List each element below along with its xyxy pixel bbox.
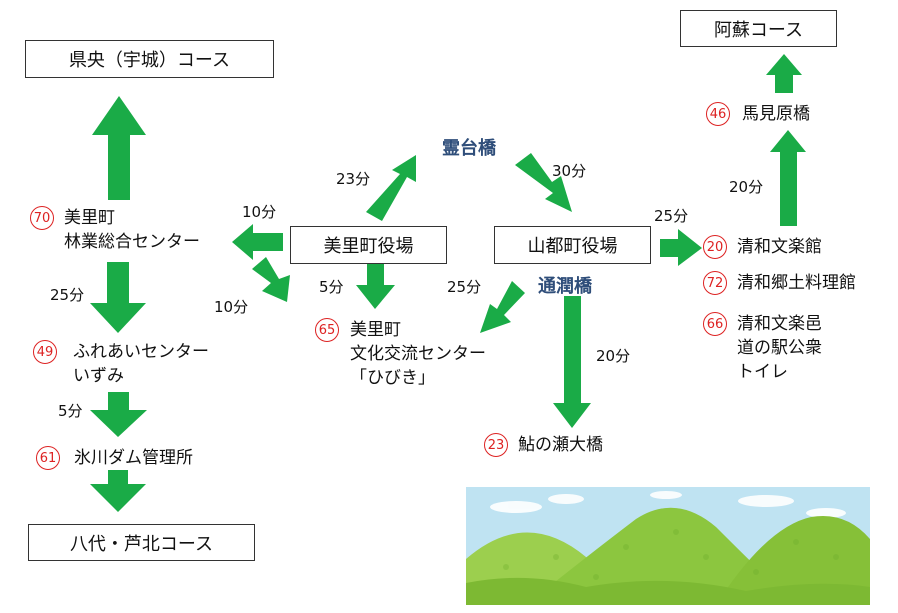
stop-61-line-1: 氷川ダム管理所 [74, 448, 193, 468]
time-misato-from-70: 10分 [214, 298, 249, 316]
stop-70-line-1: 美里町 [64, 208, 115, 228]
stop-badge-70: 70 [30, 206, 54, 230]
stop-badge-61: 61 [36, 446, 60, 470]
arrow-yamato-to-20 [660, 229, 702, 266]
stop-badge-66: 66 [703, 312, 727, 336]
stop-badge-49: 49 [33, 340, 57, 364]
stop-49-line-2: いずみ [73, 366, 124, 386]
time-20-to-46: 20分 [729, 178, 764, 196]
stop-66-name: 清和文楽邑 道の駅公衆 トイレ [737, 312, 822, 384]
bridge-reidai: 霊台橋 [442, 138, 496, 159]
bridge-tsujun: 通潤橋 [538, 276, 592, 297]
stop-badge-65: 65 [315, 318, 339, 342]
time-misato-to-70: 10分 [242, 203, 277, 221]
time-reidai-to-yamato: 30分 [552, 162, 587, 180]
time-misato-to-65: 5分 [319, 278, 344, 296]
arrow-tsujun-to-23 [553, 296, 591, 428]
stop-65-name: 美里町 文化交流センター 「ひびき」 [350, 318, 486, 390]
stop-66-line-2: 道の駅公衆 [737, 338, 822, 358]
arrow-61-to-yatsushiro [90, 470, 146, 512]
arrow-tsujun-to-65 [480, 281, 525, 333]
stop-66-line-3: トイレ [737, 362, 788, 382]
time-tsujun-to-65: 25分 [447, 278, 482, 296]
stop-66-line-1: 清和文楽邑 [737, 314, 822, 334]
stop-badge-46: 46 [706, 102, 730, 126]
arrow-70-to-kenou [92, 96, 146, 200]
arrow-reidai-to-yamato [515, 153, 572, 212]
course-yatsushiro-box: 八代・芦北コース [28, 524, 255, 561]
stop-23-name: 鮎の瀬大橋 [518, 433, 603, 457]
stop-49-name: ふれあいセンター いずみ [73, 340, 209, 388]
arrow-46-to-aso [766, 54, 802, 93]
course-yatsushiro-label: 八代・芦北コース [69, 533, 214, 555]
stop-65-line-1: 美里町 [350, 320, 401, 340]
arrow-misato-to-reidai [366, 155, 416, 221]
course-aso-box: 阿蘇コース [680, 10, 837, 47]
stop-72-line-1: 清和郷土料理館 [737, 273, 856, 293]
course-kenou-label: 県央（宇城）コース [68, 50, 231, 71]
arrow-70-to-65 [252, 257, 290, 302]
arrow-49-to-61 [90, 392, 147, 437]
stop-46-line-1: 馬見原橋 [742, 104, 810, 124]
stop-23-line-1: 鮎の瀬大橋 [518, 435, 603, 455]
stop-20-name: 清和文楽館 [737, 235, 822, 259]
stop-70-name: 美里町 林業総合センター [64, 206, 200, 254]
stop-72-name: 清和郷土料理館 [737, 271, 856, 295]
arrow-20-to-46 [770, 130, 806, 226]
arrow-misato-to-70 [232, 224, 283, 260]
office-yamato-box: 山都町役場 [494, 226, 651, 264]
office-misato-label: 美里町役場 [323, 236, 414, 257]
stop-61-name: 氷川ダム管理所 [74, 446, 193, 470]
time-tsujun-to-23: 20分 [596, 347, 631, 365]
office-misato-box: 美里町役場 [290, 226, 447, 264]
stop-70-line-2: 林業総合センター [64, 232, 200, 252]
time-misato-to-reidai: 23分 [336, 170, 371, 188]
stop-badge-20: 20 [703, 235, 727, 259]
stop-65-line-3: 「ひびき」 [350, 368, 435, 388]
time-49-to-61: 5分 [58, 402, 83, 420]
stop-46-name: 馬見原橋 [742, 102, 810, 126]
arrow-70-to-49 [90, 262, 146, 333]
stop-49-line-1: ふれあいセンター [73, 342, 209, 362]
stop-65-line-2: 文化交流センター [350, 344, 486, 364]
arrow-misato-to-65 [356, 264, 395, 309]
stop-badge-23: 23 [484, 433, 508, 457]
time-70-to-49: 25分 [50, 286, 85, 304]
office-yamato-label: 山都町役場 [527, 236, 618, 257]
stop-20-line-1: 清和文楽館 [737, 237, 822, 257]
time-yamato-to-20: 25分 [654, 207, 689, 225]
course-kenou-box: 県央（宇城）コース [25, 40, 274, 78]
course-aso-label: 阿蘇コース [713, 19, 804, 41]
stop-badge-72: 72 [703, 271, 727, 295]
green-hills-illustration [466, 487, 870, 605]
